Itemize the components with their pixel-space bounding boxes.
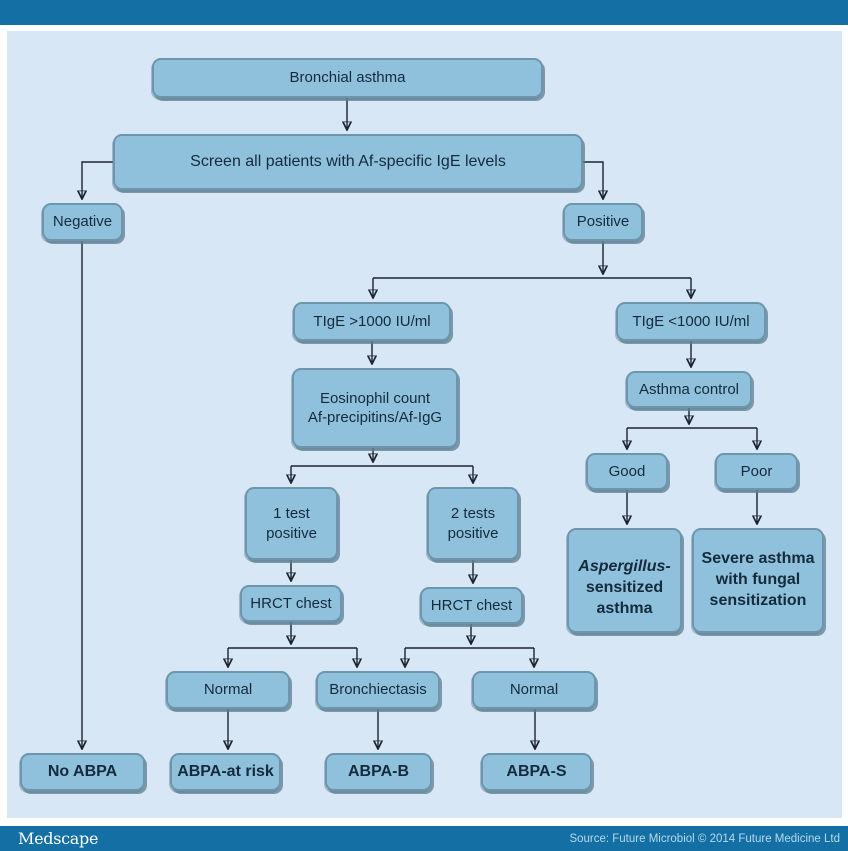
node-screen-af-ige: Screen all patients with Af-specific IgE…: [113, 134, 583, 190]
source-credit: Source: Future Microbiol © 2014 Future M…: [569, 832, 840, 845]
node-no-abpa: No ABPA: [20, 753, 145, 791]
node-normal-left: Normal: [166, 671, 290, 709]
medscape-logo: Medscape: [18, 829, 99, 848]
aspergillus-rest-text: sensitized asthma: [585, 578, 664, 617]
node-one-test-positive: 1 test positive: [245, 487, 338, 560]
node-positive: Positive: [563, 203, 643, 241]
node-asthma-control: Asthma control: [626, 371, 752, 408]
node-poor-control: Poor: [715, 453, 798, 490]
node-hrct-chest-left: HRCT chest: [240, 585, 342, 622]
node-aspergillus-sensitized-asthma: Aspergillus-sensitized asthma: [567, 528, 682, 633]
node-good-control: Good: [586, 453, 668, 490]
top-banner: [0, 0, 848, 25]
node-negative: Negative: [42, 203, 123, 241]
node-severe-asthma-fungal: Severe asthma with fungal sensitization: [692, 528, 824, 633]
aspergillus-italic-text: Aspergillus-: [578, 558, 671, 575]
node-hrct-chest-right: HRCT chest: [420, 587, 523, 624]
node-bronchial-asthma: Bronchial asthma: [152, 58, 543, 98]
node-abpa-at-risk: ABPA-at risk: [170, 753, 281, 791]
node-abpa-b: ABPA-B: [325, 753, 432, 791]
node-abpa-s: ABPA-S: [481, 753, 592, 791]
node-normal-right: Normal: [472, 671, 596, 709]
node-two-tests-positive: 2 tests positive: [427, 487, 519, 560]
node-eosinophil-count: Eosinophil count Af-precipitins/Af-IgG: [292, 368, 458, 448]
node-bronchiectasis: Bronchiectasis: [316, 671, 440, 709]
node-tige-below-1000: TIgE <1000 IU/ml: [616, 302, 766, 341]
bottom-banner: Medscape Source: Future Microbiol © 2014…: [0, 826, 848, 851]
node-tige-above-1000: TIgE >1000 IU/ml: [293, 302, 451, 341]
